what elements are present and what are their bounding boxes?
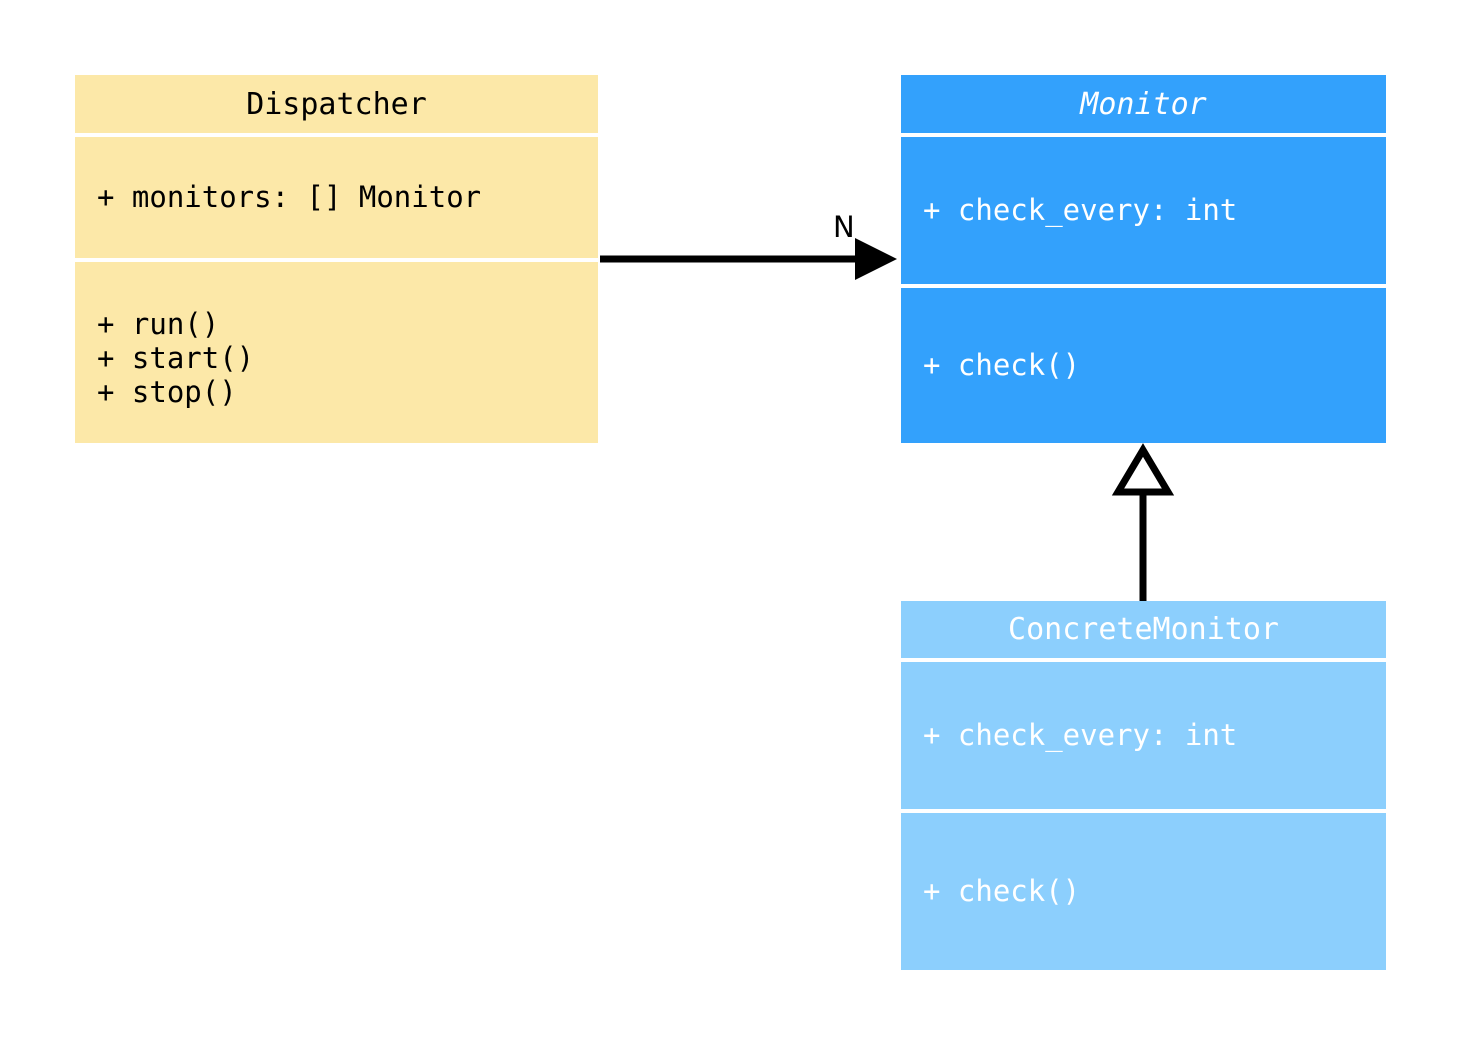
method-row: + stop() [97, 374, 237, 409]
association-arrowhead [855, 238, 897, 280]
method-row: + check() [923, 347, 1081, 382]
class-box-concrete-monitor[interactable]: ConcreteMonitor + check_every: int + che… [901, 601, 1386, 970]
generalization-concretemonitor-monitor [1111, 443, 1175, 601]
method-row: + start() [97, 340, 255, 375]
association-dispatcher-monitor [600, 238, 897, 280]
attributes-compartment-concrete-monitor: + check_every: int [901, 662, 1386, 809]
methods-compartment-dispatcher: + run() + start() + stop() [75, 262, 598, 443]
class-box-monitor[interactable]: Monitor + check_every: int + check() [901, 75, 1386, 443]
class-box-dispatcher[interactable]: Dispatcher + monitors: [] Monitor + run(… [75, 75, 598, 443]
attributes-compartment-dispatcher: + monitors: [] Monitor [75, 137, 598, 258]
methods-compartment-monitor: + check() [901, 288, 1386, 443]
method-row: + check() [923, 873, 1081, 908]
method-row: + run() [97, 307, 220, 341]
class-name-dispatcher: Dispatcher [75, 75, 598, 133]
attributes-compartment-monitor: + check_every: int [901, 137, 1386, 284]
class-name-monitor: Monitor [901, 75, 1386, 133]
attribute-row: + check_every: int [923, 192, 1238, 227]
class-name-concrete-monitor: ConcreteMonitor [901, 601, 1386, 658]
attribute-row: + monitors: [] Monitor [97, 179, 482, 214]
association-multiplicity-label: N [833, 210, 855, 244]
methods-compartment-concrete-monitor: + check() [901, 813, 1386, 970]
generalization-hollow-triangle [1111, 443, 1175, 496]
attribute-row: + check_every: int [923, 717, 1238, 752]
